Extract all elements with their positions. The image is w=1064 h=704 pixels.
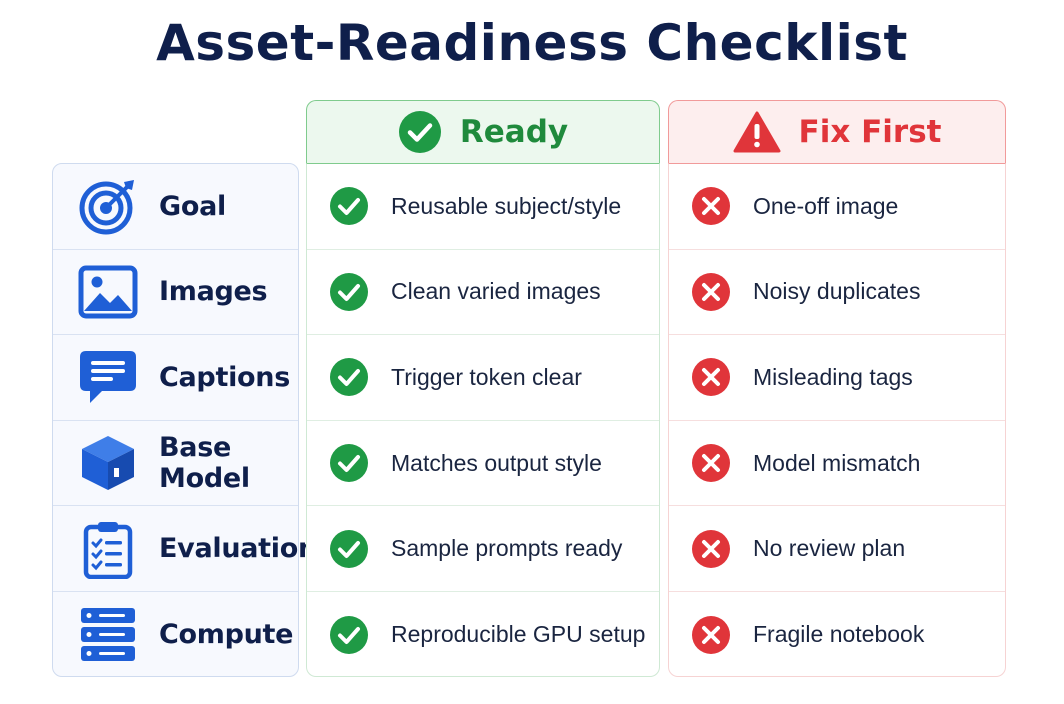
check-circle-icon [330, 187, 368, 226]
check-circle-icon [330, 272, 368, 311]
page-title: Asset-Readiness Checklist [156, 14, 908, 72]
criteria-row-captions: Captions [53, 335, 298, 421]
ready-cell-text: Reusable subject/style [391, 192, 622, 219]
criteria-label: Captions [159, 361, 290, 393]
x-circle-icon [692, 187, 730, 226]
check-circle-icon [330, 444, 368, 483]
fix-cell-text: Fragile notebook [753, 621, 925, 648]
image-icon [78, 265, 138, 319]
ready-cell-text: Trigger token clear [391, 363, 582, 390]
criteria-row-base-model: Base Model [53, 421, 298, 507]
check-circle-icon [330, 615, 368, 654]
ready-column: Reusable subject/style Clean varied imag… [306, 163, 660, 677]
ready-cell-text: Reproducible GPU setup [391, 621, 646, 648]
cube-icon [82, 436, 134, 491]
criteria-label: Compute [159, 619, 294, 651]
fix-first-column-header: Fix First [668, 100, 1006, 163]
server-icon [81, 607, 135, 661]
ready-cell: Matches output style [307, 421, 659, 507]
ready-column-label: Ready [459, 114, 569, 150]
x-circle-icon [692, 615, 730, 654]
fix-cell-text: Misleading tags [753, 363, 913, 390]
criteria-label: Base Model [159, 432, 250, 495]
warning-triangle-icon [733, 111, 781, 153]
check-circle-icon [330, 529, 368, 568]
criteria-row-images: Images [53, 250, 298, 336]
ready-cell: Sample prompts ready [307, 506, 659, 592]
criteria-label: Goal [159, 190, 226, 222]
fix-first-column: One-off image Noisy duplicates Misleadin… [668, 163, 1006, 677]
clipboard-checklist-icon [83, 521, 133, 579]
fix-cell-text: One-off image [753, 192, 899, 219]
fix-cell-text: Noisy duplicates [753, 278, 921, 305]
ready-column-header: Ready [306, 100, 660, 163]
fix-first-column-label: Fix First [798, 114, 942, 150]
criteria-column: Goal Images Captions [52, 163, 317, 678]
ready-cell-text: Clean varied images [391, 278, 601, 305]
speech-bubble-icon [80, 351, 136, 404]
fix-cell-text: Model mismatch [753, 449, 921, 476]
criteria-label: Images [159, 276, 268, 308]
criteria-row-compute: Compute [53, 592, 298, 678]
fix-cell-text: No review plan [753, 535, 906, 562]
check-circle-icon [398, 111, 441, 153]
ready-cell-text: Matches output style [391, 449, 602, 476]
fix-cell: Fragile notebook [669, 592, 1005, 678]
criteria-row-goal: Goal [53, 164, 298, 250]
criteria-row-evaluation: Evaluation [53, 506, 317, 592]
x-circle-icon [692, 272, 730, 311]
fix-cell: Noisy duplicates [669, 250, 1005, 336]
fix-cell: One-off image [669, 164, 1005, 250]
x-circle-icon [692, 358, 730, 397]
fix-cell: Model mismatch [669, 421, 1005, 507]
ready-cell: Reusable subject/style [307, 164, 659, 250]
check-circle-icon [330, 358, 368, 397]
x-circle-icon [692, 444, 730, 483]
ready-cell: Trigger token clear [307, 335, 659, 421]
fix-cell: Misleading tags [669, 335, 1005, 421]
ready-cell: Clean varied images [307, 250, 659, 336]
criteria-label: Evaluation [159, 533, 317, 565]
fix-cell: No review plan [669, 506, 1005, 592]
ready-cell: Reproducible GPU setup [307, 592, 659, 678]
target-icon [79, 180, 134, 235]
x-circle-icon [692, 529, 730, 568]
ready-cell-text: Sample prompts ready [391, 535, 623, 562]
